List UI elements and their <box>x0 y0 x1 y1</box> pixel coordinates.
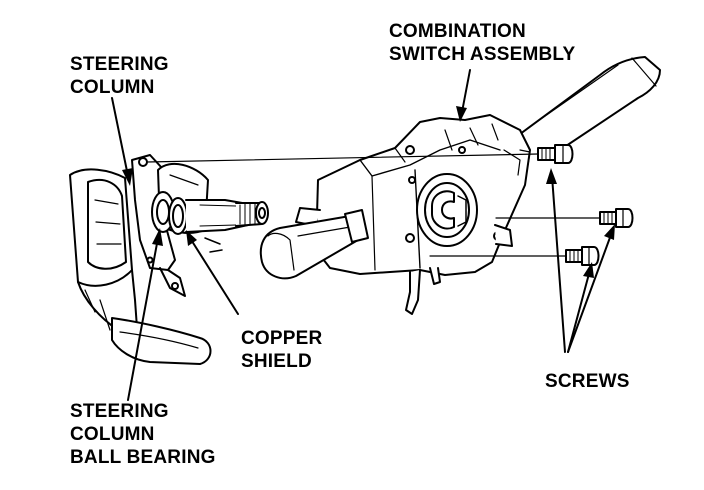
steering-column-ball-bearing-label: STEERING COLUMN BALL BEARING <box>70 400 216 469</box>
steering-column-label-line-2: COLUMN <box>70 77 155 98</box>
arrowheads <box>122 106 615 278</box>
leader-lines <box>111 69 613 401</box>
copper-shield-label-line-2: SHIELD <box>241 351 312 372</box>
copper-shield-label: COPPER SHIELD <box>241 327 322 373</box>
combination-switch-assembly-label: COMBINATION SWITCH ASSEMBLY <box>389 20 575 66</box>
steering-column-drawing <box>69 154 269 365</box>
screws-label-line-1: SCREWS <box>545 371 630 392</box>
steering-column-label-line-1: STEERING <box>70 54 169 75</box>
steering-column-label: STEERING COLUMN <box>70 53 169 99</box>
combination-switch-drawing <box>259 56 661 315</box>
screw-1 <box>537 144 574 164</box>
copper-shield-label-line-1: COPPER <box>241 328 323 349</box>
screw-2 <box>599 208 634 228</box>
ball-bearing-label-line-2: COLUMN <box>70 424 155 445</box>
ball-bearing-label-line-1: STEERING <box>70 401 169 422</box>
combination-switch-label-line-2: SWITCH ASSEMBLY <box>389 44 576 65</box>
ball-bearing-label-line-3: BALL BEARING <box>70 447 216 468</box>
alignment-lines <box>146 153 601 257</box>
screw-3 <box>565 246 600 266</box>
screws-label: SCREWS <box>545 370 630 393</box>
combination-switch-label-line-1: COMBINATION <box>389 21 526 42</box>
